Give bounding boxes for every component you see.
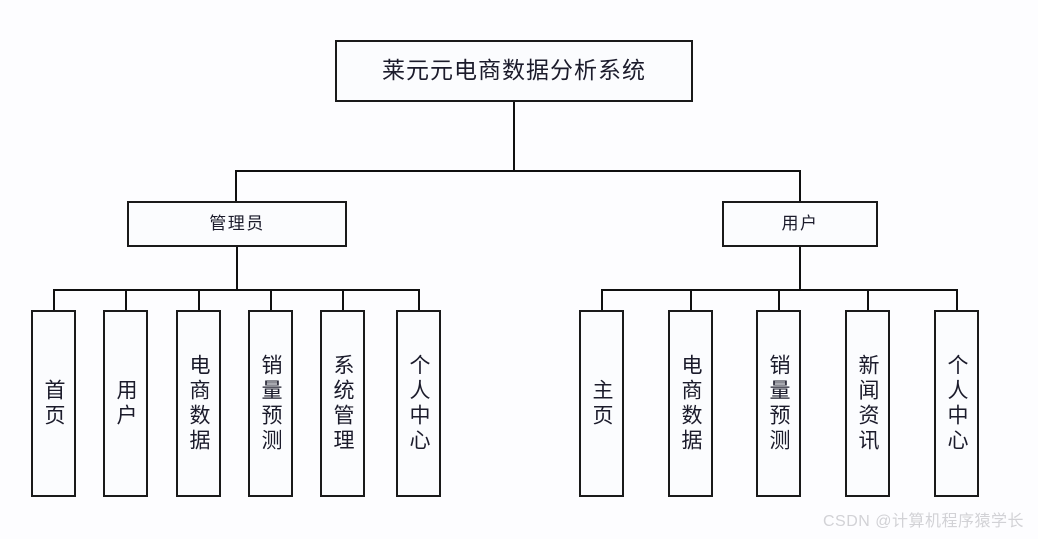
connector-user-leaf-5 xyxy=(956,289,958,310)
node-admin-child-user-label: 用户 xyxy=(114,378,138,429)
node-user-child-home[interactable]: 主页 xyxy=(579,310,624,497)
connector-admin-leaf-4 xyxy=(270,289,272,310)
node-role-user[interactable]: 用户 xyxy=(722,201,878,247)
node-role-admin[interactable]: 管理员 xyxy=(127,201,347,247)
node-user-child-sales-forecast-label: 销量预测 xyxy=(767,353,791,454)
connector-root-down xyxy=(513,102,515,172)
node-admin-child-sales-forecast[interactable]: 销量预测 xyxy=(248,310,293,497)
connector-admin-leaf-6 xyxy=(418,289,420,310)
node-user-child-sales-forecast[interactable]: 销量预测 xyxy=(756,310,801,497)
connector-admin-leaf-5 xyxy=(342,289,344,310)
connector-level2-bus xyxy=(235,170,800,172)
connector-admin-leaf-1 xyxy=(53,289,55,310)
connector-bus-to-admin xyxy=(235,170,237,203)
node-user-child-ecommerce-data[interactable]: 电商数据 xyxy=(668,310,713,497)
node-user-child-news[interactable]: 新闻资讯 xyxy=(845,310,890,497)
node-role-admin-label: 管理员 xyxy=(209,213,265,233)
node-user-child-news-label: 新闻资讯 xyxy=(856,353,880,454)
connector-admin-bus xyxy=(53,289,419,291)
node-admin-child-home-label: 首页 xyxy=(42,378,66,429)
connector-user-down xyxy=(799,247,801,291)
connector-user-leaf-2 xyxy=(690,289,692,310)
node-user-child-home-label: 主页 xyxy=(590,378,614,429)
node-admin-child-personal-center-label: 个人中心 xyxy=(407,353,431,454)
connector-bus-to-user xyxy=(799,170,801,203)
node-root-label: 莱元元电商数据分析系统 xyxy=(382,57,646,83)
connector-admin-down xyxy=(236,247,238,291)
connector-admin-leaf-2 xyxy=(125,289,127,310)
node-admin-child-ecommerce-data-label: 电商数据 xyxy=(187,353,211,454)
csdn-watermark: CSDN @计算机程序猿学长 xyxy=(822,513,1024,530)
connector-user-leaf-4 xyxy=(867,289,869,310)
node-user-child-ecommerce-data-label: 电商数据 xyxy=(679,353,703,454)
node-role-user-label: 用户 xyxy=(781,213,819,233)
node-user-child-personal-center-label: 个人中心 xyxy=(945,353,969,454)
node-admin-child-sales-forecast-label: 销量预测 xyxy=(259,353,283,454)
node-root-system[interactable]: 莱元元电商数据分析系统 xyxy=(335,40,693,102)
node-admin-child-ecommerce-data[interactable]: 电商数据 xyxy=(176,310,221,497)
node-admin-child-system-management[interactable]: 系统管理 xyxy=(320,310,365,497)
node-user-child-personal-center[interactable]: 个人中心 xyxy=(934,310,979,497)
connector-user-leaf-3 xyxy=(778,289,780,310)
connector-user-leaf-1 xyxy=(601,289,603,310)
node-admin-child-home[interactable]: 首页 xyxy=(31,310,76,497)
connector-admin-leaf-3 xyxy=(198,289,200,310)
node-admin-child-personal-center[interactable]: 个人中心 xyxy=(396,310,441,497)
node-admin-child-user[interactable]: 用户 xyxy=(103,310,148,497)
node-admin-child-system-management-label: 系统管理 xyxy=(331,353,355,454)
